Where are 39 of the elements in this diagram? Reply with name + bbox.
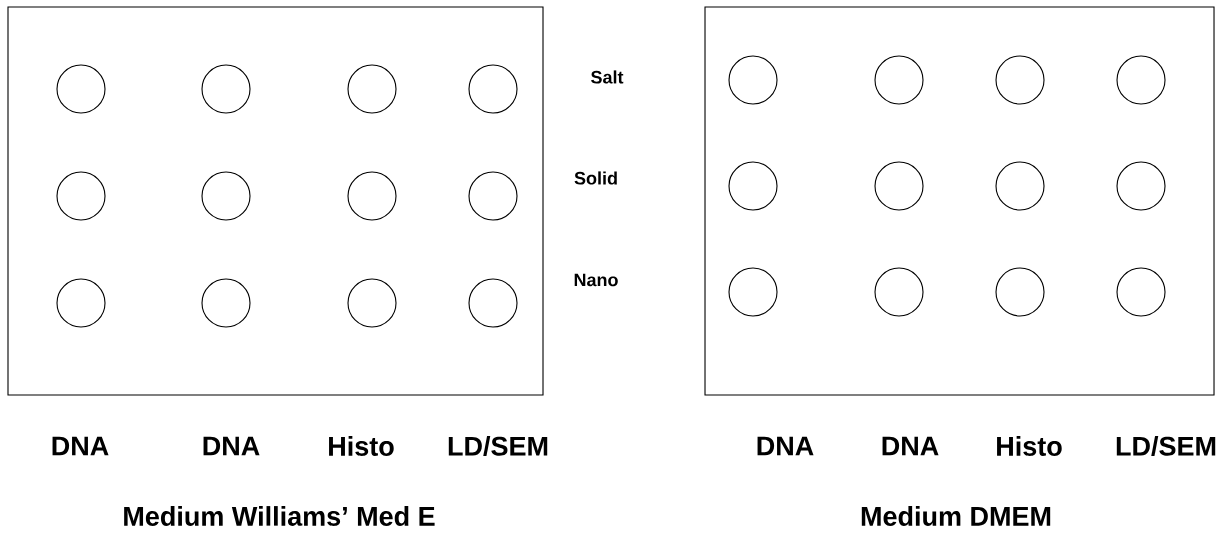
plate-box — [704, 6, 1215, 396]
column-label: LD/SEM — [448, 435, 548, 457]
well-circle — [347, 171, 397, 221]
column-label: DNA — [203, 436, 260, 456]
well-circle — [995, 267, 1045, 317]
column-label: Histo — [329, 436, 394, 456]
well-circle — [468, 64, 518, 114]
well-circle — [1116, 267, 1166, 317]
row-label: Solid — [574, 171, 617, 185]
well-circle — [347, 278, 397, 328]
well-circle — [995, 161, 1045, 211]
well-circle — [728, 267, 778, 317]
well-circle — [56, 171, 106, 221]
well-circle — [874, 267, 924, 317]
row-label: Nano — [574, 273, 618, 287]
well-circle — [874, 55, 924, 105]
well-circle — [56, 278, 106, 328]
well-circle — [874, 161, 924, 211]
well-circle — [201, 64, 251, 114]
row-label: Salt — [591, 70, 624, 84]
well-circle — [468, 171, 518, 221]
well-circle — [201, 171, 251, 221]
well-circle — [995, 55, 1045, 105]
column-label: LD/SEM — [1116, 435, 1216, 457]
well-circle — [1116, 55, 1166, 105]
column-label: DNA — [52, 436, 109, 456]
well-circle — [201, 278, 251, 328]
well-circle — [1116, 161, 1166, 211]
well-circle — [347, 64, 397, 114]
column-label: DNA — [882, 436, 939, 456]
column-label: DNA — [757, 436, 814, 456]
well-circle — [728, 55, 778, 105]
plate-box — [7, 6, 544, 396]
medium-title: Medium DMEM — [861, 506, 1051, 526]
column-label: Histo — [997, 436, 1062, 456]
well-circle — [728, 161, 778, 211]
well-circle — [56, 64, 106, 114]
medium-title: Medium Williams’ Med E — [124, 506, 435, 526]
well-circle — [468, 278, 518, 328]
